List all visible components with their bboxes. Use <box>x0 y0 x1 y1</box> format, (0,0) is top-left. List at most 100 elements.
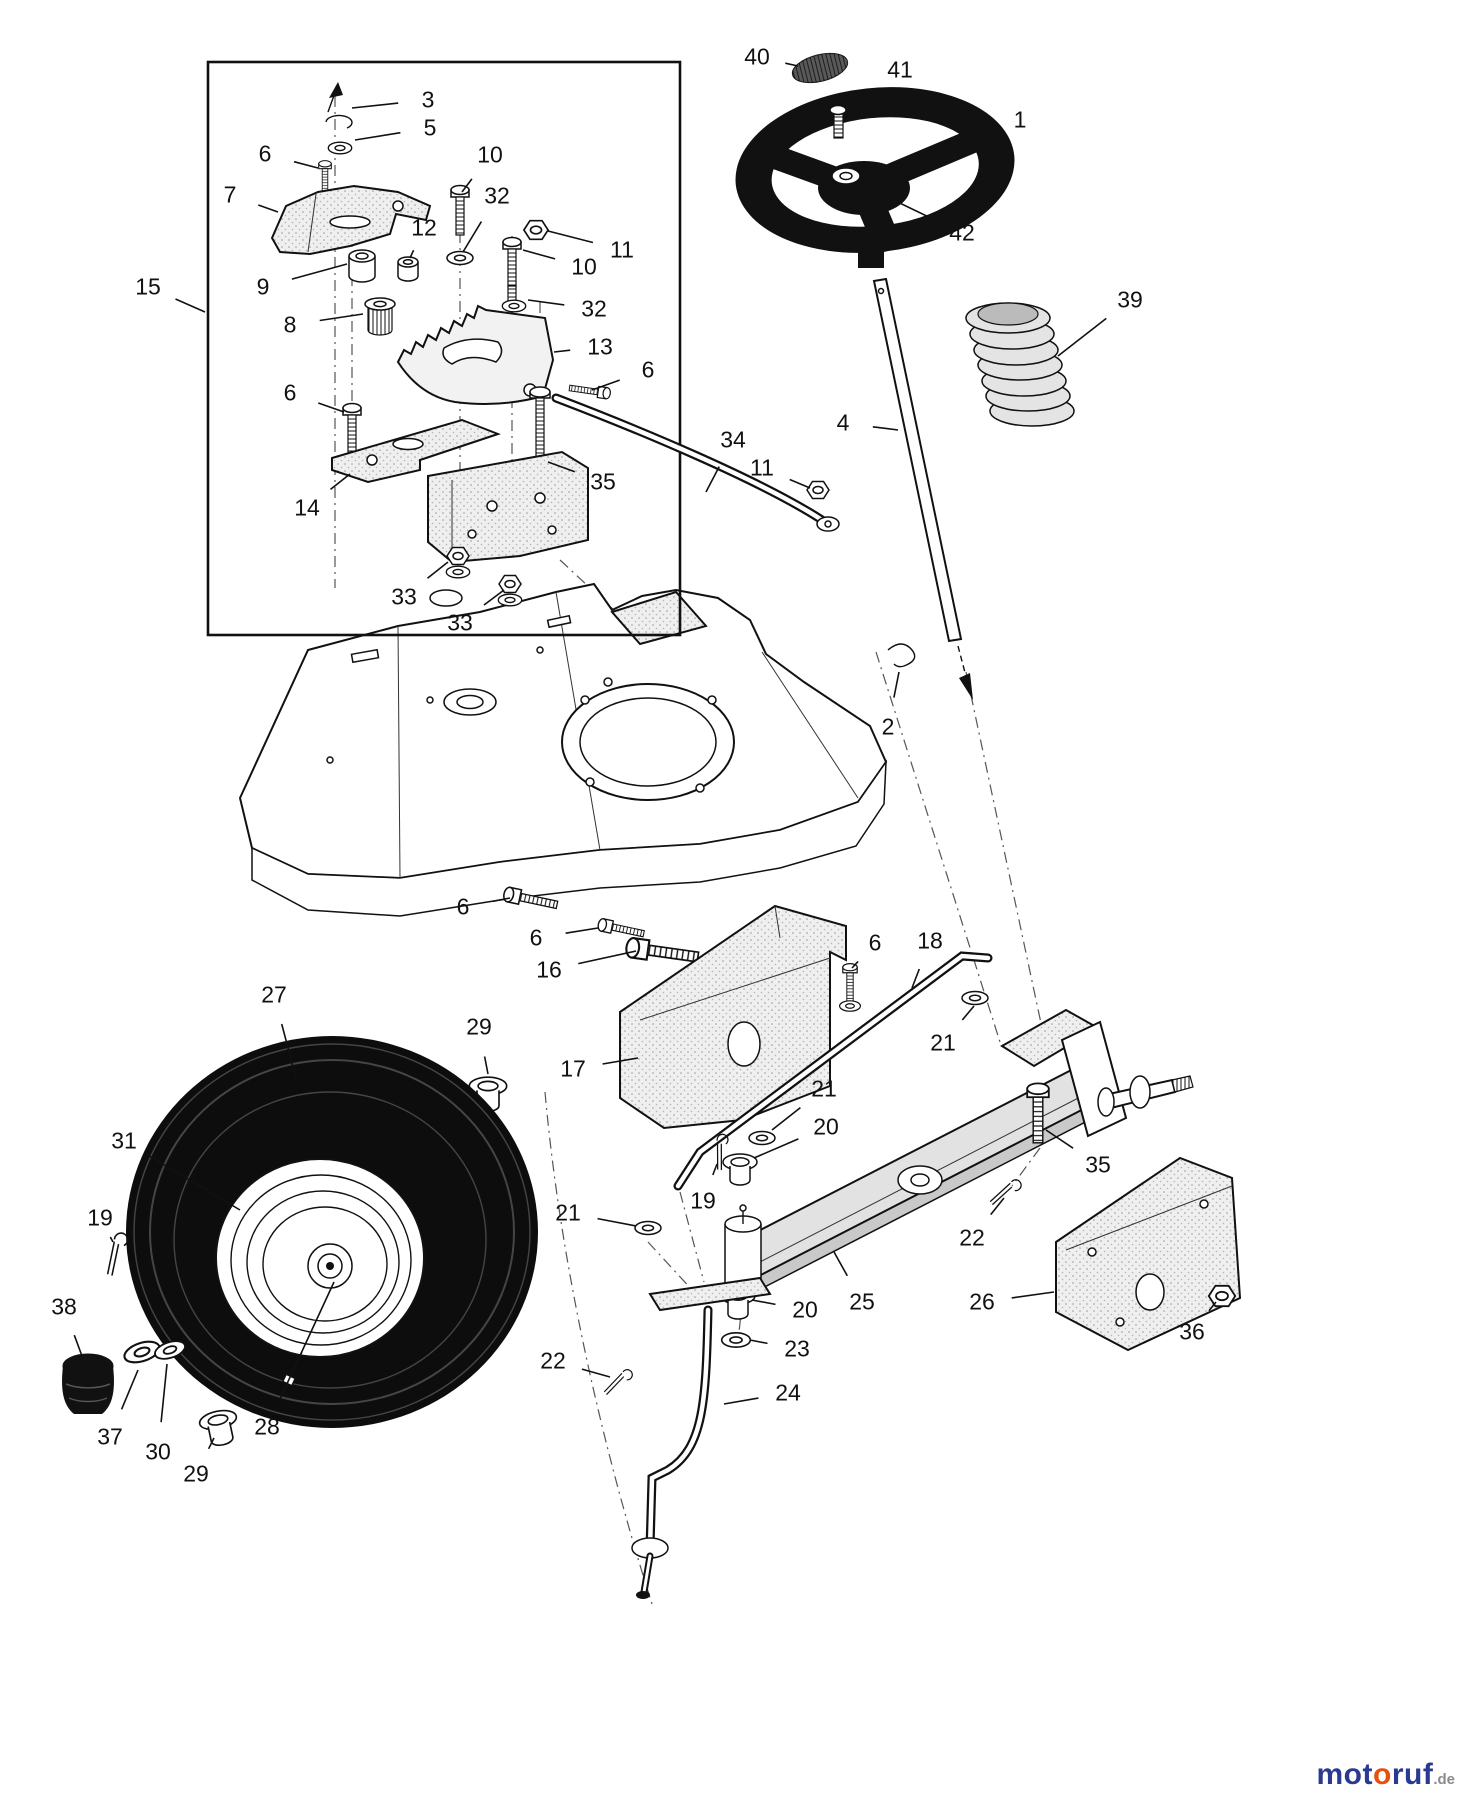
leader-line-6 <box>565 927 599 934</box>
leader-line-38 <box>73 1334 83 1357</box>
watermark-brand: motoruf <box>1316 1758 1433 1791</box>
part-22-cotter-pin-b <box>603 1365 635 1402</box>
leader-line-20 <box>753 1138 799 1159</box>
leader-line-20 <box>751 1299 776 1306</box>
leader-line-25 <box>833 1251 848 1277</box>
part-21-washer-c <box>634 1220 662 1236</box>
part-6-bolt-frame-b <box>596 917 646 941</box>
leader-line-30 <box>160 1363 168 1423</box>
leader-line-11 <box>547 230 594 244</box>
leader-line-42 <box>855 181 936 221</box>
leader-line-22 <box>990 1197 1005 1216</box>
leader-line-18 <box>911 968 921 989</box>
leader-line-9 <box>291 263 348 280</box>
leader-line-14 <box>330 473 351 491</box>
leader-line-12 <box>409 249 415 259</box>
leader-line-13 <box>553 349 571 353</box>
leader-line-10 <box>522 249 556 260</box>
leader-line-1 <box>969 127 992 135</box>
frame-hatched-wedge <box>610 590 708 646</box>
part-22-cotter-pin-a <box>988 1174 1024 1213</box>
part-11-nut <box>523 219 549 241</box>
part-2-retainer-clip <box>887 643 916 668</box>
leader-line-32 <box>462 221 483 253</box>
leader-line-39 <box>1057 317 1107 357</box>
leader-line-28 <box>278 1281 335 1401</box>
leader-line-29 <box>483 1056 489 1075</box>
leader-line-41 <box>842 88 878 119</box>
part-34-tie-rod <box>551 393 840 532</box>
leader-line-23 <box>749 1339 768 1345</box>
part-1-steering-wheel <box>735 87 1015 268</box>
part-10-bolt <box>450 184 470 236</box>
leader-line-27 <box>280 1023 297 1079</box>
part-25-front-axle <box>724 1062 1103 1296</box>
leader-line-32 <box>527 299 565 306</box>
leader-line-6 <box>318 402 345 413</box>
part-12-spacer <box>397 256 419 282</box>
leader-line-31 <box>149 1155 241 1211</box>
chassis-frame <box>238 582 888 917</box>
leader-line-10 <box>461 178 473 193</box>
leader-line-24 <box>723 1397 759 1405</box>
part-39-steering-boot <box>965 302 1075 427</box>
part-4-steering-shaft <box>872 277 973 700</box>
part-32-washer <box>446 250 474 266</box>
leader-line-15 <box>175 298 206 313</box>
leader-line-26 <box>1011 1291 1055 1299</box>
watermark-suffix: .de <box>1433 1771 1455 1788</box>
part-21-washer-a <box>961 990 989 1006</box>
watermark-motoruf: motoruf.de <box>1316 1758 1455 1792</box>
leader-line-37 <box>120 1369 139 1410</box>
part-41-bolt <box>829 104 847 139</box>
leader-line-35 <box>547 461 576 473</box>
leader-line-6 <box>293 160 319 169</box>
part-13-sector-gear <box>396 304 555 405</box>
leader-line-5 <box>354 131 401 141</box>
part-21-washer-b <box>748 1130 776 1146</box>
leader-line-2 <box>893 671 900 698</box>
leader-line-33 <box>427 561 449 579</box>
watermark-seg3: ruf <box>1391 1758 1434 1791</box>
part-24-left-spindle <box>631 1276 772 1599</box>
steering-support-bracket <box>427 450 589 564</box>
leader-line-34 <box>705 466 720 493</box>
leader-line-21 <box>961 1005 975 1021</box>
part-6-bolt-frame-c <box>838 962 862 1012</box>
leader-line-33 <box>483 589 505 606</box>
part-9-bushing <box>348 249 376 283</box>
frame-hole-detail <box>429 589 463 607</box>
leader-line-19 <box>109 1236 114 1243</box>
right-spindle-assembly <box>1000 1008 1194 1138</box>
leader-line-21 <box>771 1106 801 1131</box>
part-14-mounting-plate <box>331 418 501 484</box>
leader-line-6 <box>851 960 859 969</box>
part-3-arrow-washer <box>325 82 353 129</box>
watermark-seg2: o <box>1372 1758 1392 1791</box>
leader-line-19 <box>712 1163 718 1176</box>
inset-detail-box <box>206 60 682 637</box>
part-32-washer-2 <box>501 299 527 313</box>
leader-line-16 <box>578 950 637 965</box>
part-17-axle-support-bracket <box>619 904 847 1130</box>
part-36-nut <box>1207 1284 1237 1308</box>
part-11-nut-tie-rod <box>806 480 830 500</box>
leader-line-8 <box>319 313 364 322</box>
part-8-knurled-bushing <box>364 297 396 336</box>
leader-line-7 <box>258 204 279 213</box>
part-5-washer <box>327 141 353 155</box>
leader-line-40 <box>785 62 799 67</box>
part-29-bushing-b <box>197 1406 243 1450</box>
part-6-bolt-left <box>342 402 362 454</box>
leader-line-6 <box>591 379 620 391</box>
leader-line-35 <box>1045 1129 1074 1149</box>
part-10-bolt-long <box>502 236 522 303</box>
part-42-nut-washer <box>831 167 861 185</box>
watermark-seg1: mot <box>1316 1758 1373 1791</box>
leader-line-29 <box>207 1437 215 1450</box>
leader-line-4 <box>872 426 899 431</box>
leader-line-6 <box>492 897 511 903</box>
part-16-bolt <box>624 936 701 968</box>
